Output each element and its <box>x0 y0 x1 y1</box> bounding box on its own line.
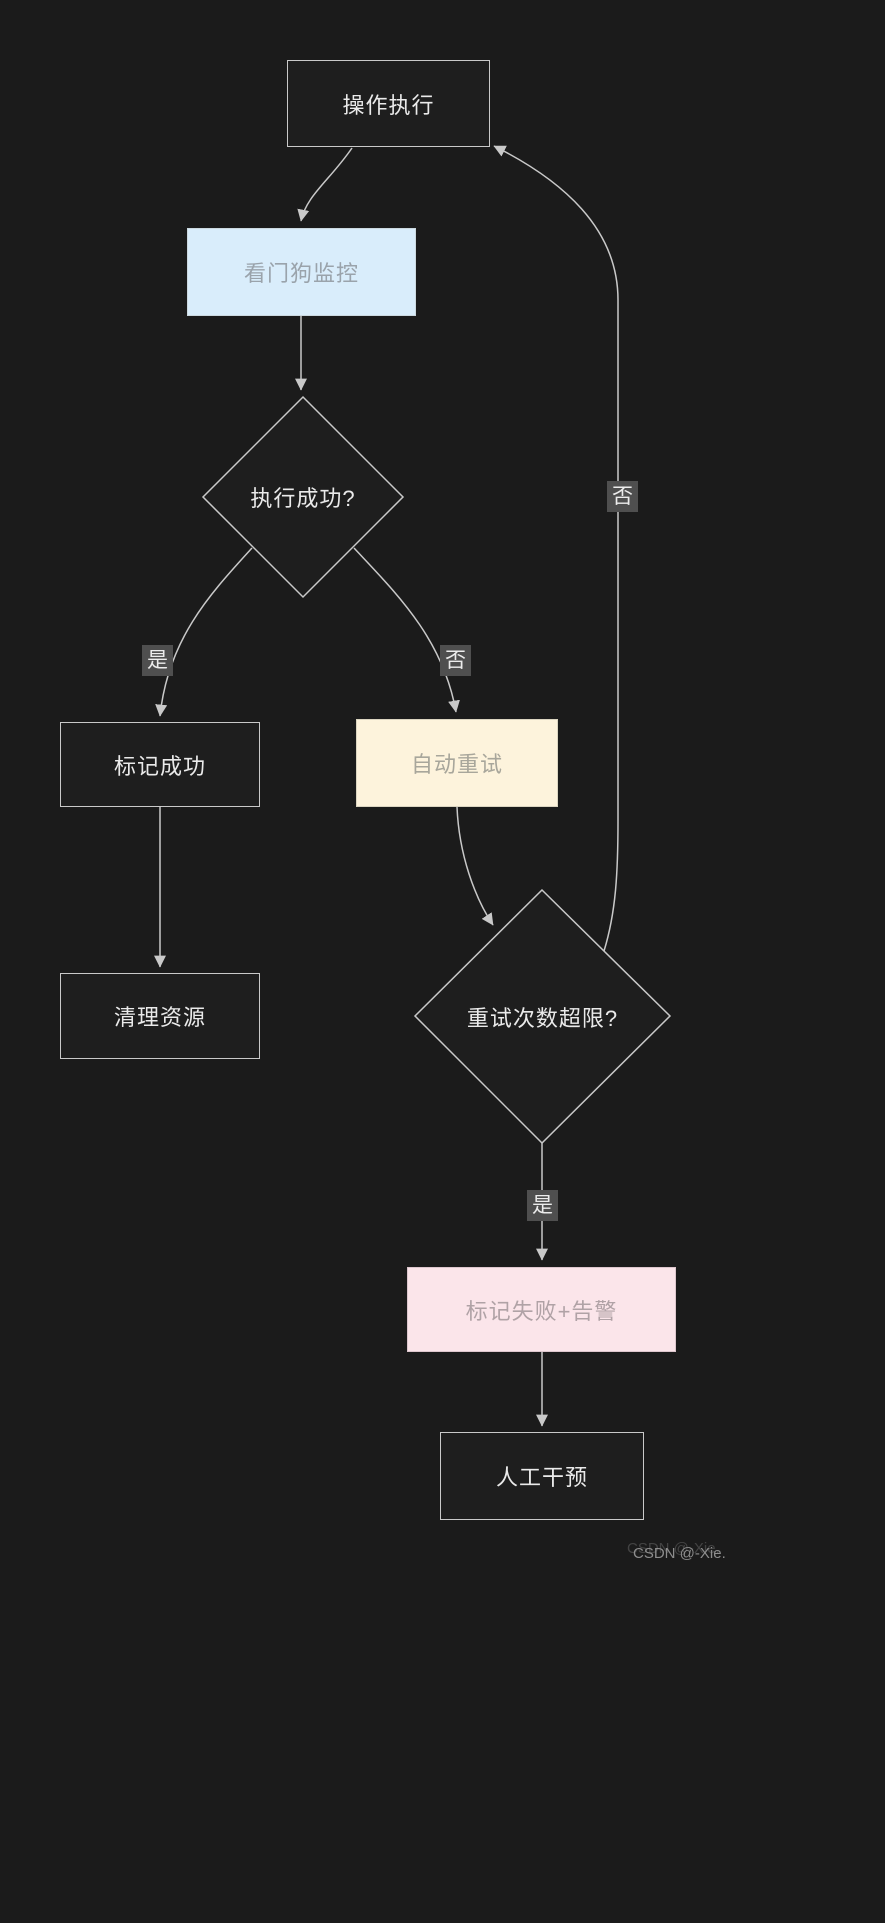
node-watchdog: 看门狗监控 <box>187 228 416 316</box>
node-auto-retry-label: 自动重试 <box>410 752 503 777</box>
node-mark-fail-alert-label: 标记失败+告警 <box>465 1298 618 1324</box>
edge-label-no-success: 否 <box>440 645 471 677</box>
node-cleanup: 清理资源 <box>60 973 260 1059</box>
watermark-text-faint: CSDN @-Xie. <box>627 1540 720 1557</box>
node-retry-limit-check-diamond <box>413 888 672 1145</box>
node-exec-label: 操作执行 <box>342 92 435 118</box>
edge-exec-watchdog <box>297 147 353 222</box>
node-cleanup-label: 清理资源 <box>113 1005 206 1030</box>
node-exec: 操作执行 <box>287 60 490 147</box>
edge-success-autoretry-no <box>353 547 460 713</box>
node-mark-fail-alert: 标记失败+告警 <box>407 1267 676 1352</box>
node-mark-success: 标记成功 <box>60 722 260 807</box>
edge-success-marksuccess-yes <box>155 547 253 717</box>
edge-autoretry-retrylimit <box>456 806 494 926</box>
node-mark-success-label: 标记成功 <box>113 753 206 779</box>
edge-label-no-retrylimit: 否 <box>607 481 638 513</box>
edge-label-yes-success: 是 <box>142 645 173 677</box>
node-manual-label: 人工干预 <box>495 1465 588 1490</box>
node-manual: 人工干预 <box>440 1432 644 1520</box>
node-success-check-diamond <box>201 395 405 599</box>
edge-label-yes-retrylimit: 是 <box>527 1190 558 1222</box>
watermark-text: CSDN @-Xie. <box>633 1545 726 1562</box>
node-watchdog-label: 看门狗监控 <box>243 261 359 286</box>
edge-retrylimit-exec-no <box>493 145 619 952</box>
node-auto-retry: 自动重试 <box>356 719 558 807</box>
